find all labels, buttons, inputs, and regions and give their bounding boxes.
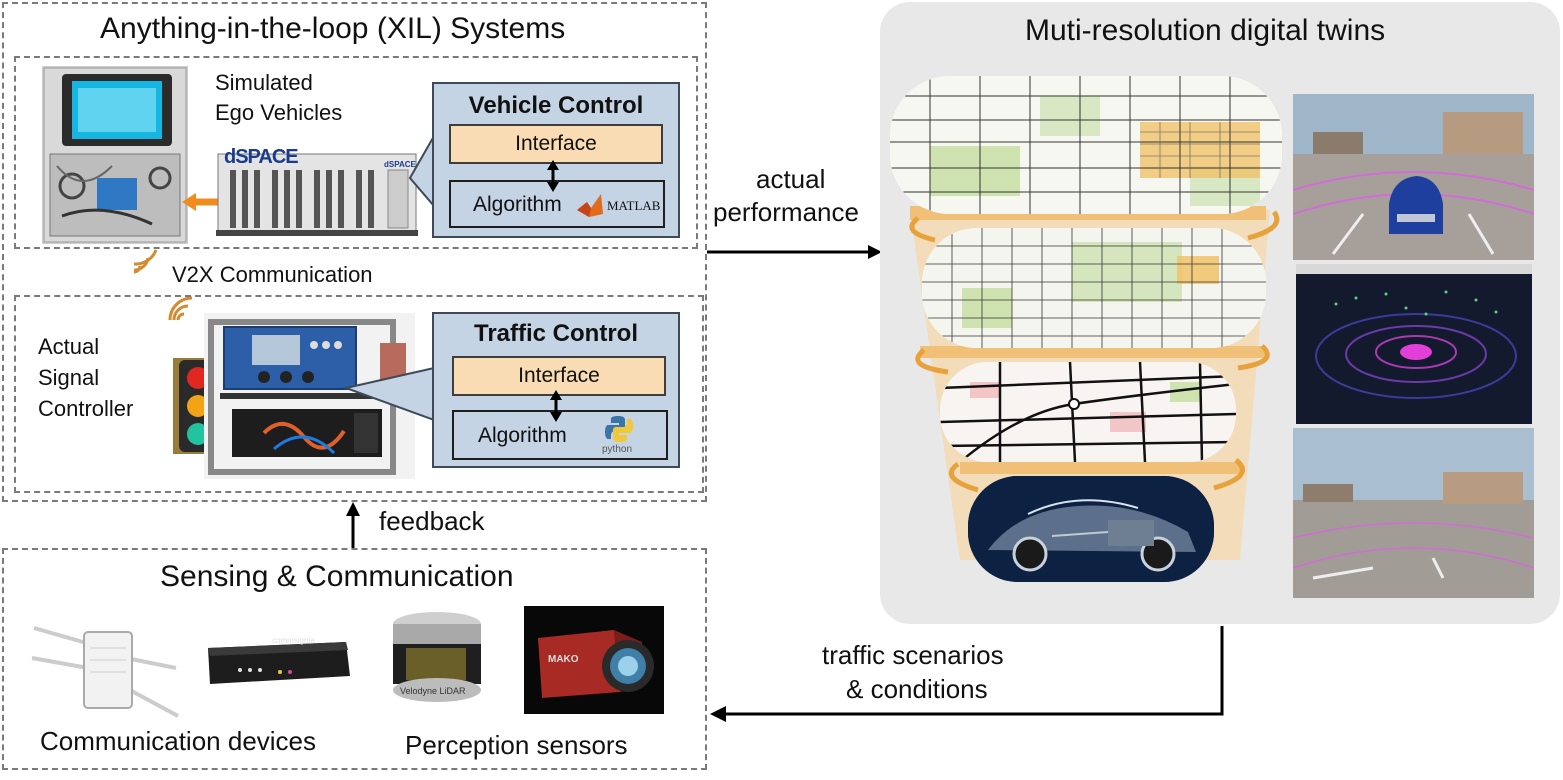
signal-controller-photo	[204, 313, 415, 479]
mako-camera-photo	[524, 606, 664, 714]
vehicle-interface-label: Interface	[515, 132, 597, 155]
actual-label-line2: performance	[713, 197, 859, 227]
sensing-title: Sensing & Communication	[160, 560, 514, 593]
xil-title: Anything-in-the-loop (XIL) Systems	[100, 12, 566, 45]
obu-device-photo	[42, 66, 188, 244]
vehicle-control-title: Vehicle Control	[468, 92, 644, 119]
vehicle-interface-box: Interface	[449, 124, 663, 164]
signal-label-line2: Signal	[38, 365, 100, 390]
ego-label-line1: Simulated	[215, 70, 313, 95]
signal-controller-group	[14, 295, 704, 493]
dspace-logo: dSPACE	[224, 146, 299, 168]
v2x-label: V2X Communication	[172, 262, 373, 287]
commsignia-device-photo	[200, 628, 356, 692]
feedback-label: feedback	[379, 506, 485, 536]
vehicle-algorithm-box: Algorithm MATLAB	[449, 180, 665, 228]
dspace-rack-photo	[216, 146, 418, 236]
signal-label-line1: Actual	[38, 334, 100, 359]
roadside-unit-photo	[30, 598, 180, 718]
traffic-algorithm-label: Algorithm	[478, 424, 567, 447]
python-icon	[605, 416, 633, 442]
actual-label-line1: actual	[756, 164, 826, 194]
vehicle-control-box: Vehicle Control Interface Algorithm MATL…	[432, 82, 680, 238]
wifi-signal-icon-2	[168, 296, 193, 321]
wifi-signal-icon-1	[133, 249, 158, 274]
scenarios-label-line2: & conditions	[846, 674, 988, 704]
district-scale-map	[922, 228, 1266, 348]
dspace-small-logo: dSPACE	[384, 160, 416, 169]
intersection-scale-map	[940, 362, 1236, 462]
traffic-interface-label: Interface	[518, 364, 600, 387]
vehicle-dynamics-model	[968, 476, 1214, 582]
velodyne-logo: Velodyne LiDAR	[400, 686, 466, 696]
traffic-control-title: Traffic Control	[473, 320, 638, 347]
ego-vehicle-group	[14, 56, 698, 249]
ego-label-line2: Ego Vehicles	[215, 100, 343, 125]
lidar-simulation-view	[1296, 264, 1532, 424]
commsignia-logo: commsignia	[272, 636, 315, 645]
vehicle-algorithm-label: Algorithm	[473, 193, 562, 216]
scenarios-label-line1: traffic scenarios	[822, 640, 1004, 670]
twins-title: Muti-resolution digital twins	[1025, 14, 1386, 47]
python-logo: python	[602, 444, 633, 455]
traffic-algorithm-box: Algorithm python	[452, 410, 668, 460]
matlab-logo: MATLAB	[607, 198, 661, 213]
mako-logo: MAKO	[548, 654, 579, 665]
traffic-control-box: Traffic Control Interface Algorithm pyth…	[432, 312, 680, 468]
signal-label-line3: Controller	[38, 396, 134, 421]
camera-simulation-view	[1293, 94, 1534, 260]
city-scale-map	[890, 76, 1282, 214]
xil-systems-panel	[2, 2, 707, 502]
matlab-icon	[577, 194, 603, 217]
traffic-interface-box: Interface	[452, 356, 666, 396]
sensing-panel	[2, 548, 707, 770]
perception-sensors-label: Perception sensors	[405, 730, 628, 760]
lidar-sensor-photo	[388, 610, 486, 706]
camera-ground-view	[1293, 428, 1534, 598]
comm-devices-label: Communication devices	[40, 726, 317, 756]
